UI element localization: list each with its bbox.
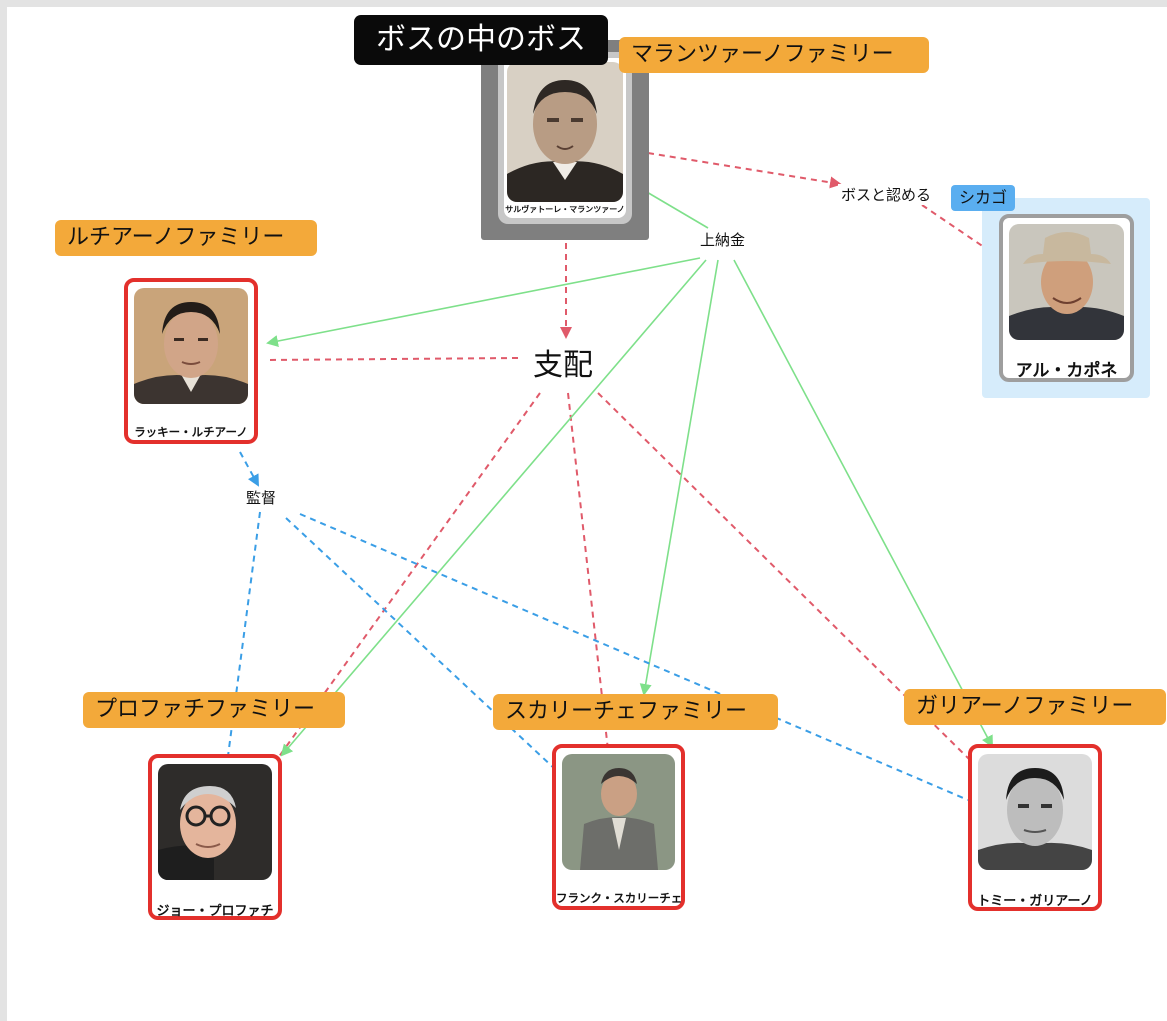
family-tag-maranzano[interactable]: マランツァーノファミリー xyxy=(619,37,929,73)
diagram-title: ボスの中のボス xyxy=(354,15,608,65)
chicago-tag[interactable]: シカゴ xyxy=(951,185,1016,211)
scalise-photo xyxy=(562,754,675,870)
gagliano-name: トミー・ガリアーノ xyxy=(977,894,1093,909)
edge-label-recognize: ボスと認める xyxy=(838,184,935,205)
family-tag-gagliano[interactable]: ガリアーノファミリー xyxy=(904,689,1166,725)
gagliano-node[interactable]: トミー・ガリアーノ xyxy=(968,744,1102,911)
scalise-name: フランク・スカリーチェ xyxy=(556,891,683,905)
maranzano-photo xyxy=(507,62,623,202)
capone-node[interactable]: アル・カポネ xyxy=(999,214,1134,382)
scalise-node[interactable]: フランク・スカリーチェ xyxy=(552,744,685,910)
edge-label-tribute: 上納金 xyxy=(697,229,749,250)
luciano-name: ラッキー・ルチアーノ xyxy=(134,425,248,439)
family-tag-profaci[interactable]: プロファチファミリー xyxy=(83,692,345,728)
gagliano-photo xyxy=(978,754,1092,870)
edge-label-supervise: 監督 xyxy=(243,487,280,508)
profaci-node[interactable]: ジョー・プロファチ xyxy=(148,754,282,920)
profaci-name: ジョー・プロファチ xyxy=(156,904,274,919)
edge-label-control: 支配 xyxy=(527,340,599,384)
family-tag-scalise[interactable]: スカリーチェファミリー xyxy=(493,694,778,730)
luciano-node[interactable]: ラッキー・ルチアーノ xyxy=(124,278,258,444)
maranzano-node[interactable]: サルヴァトーレ・マランツァーノ xyxy=(481,40,649,240)
luciano-photo xyxy=(134,288,248,404)
profaci-photo xyxy=(158,764,272,880)
family-tag-luciano[interactable]: ルチアーノファミリー xyxy=(55,220,317,256)
capone-photo xyxy=(1009,224,1124,340)
capone-name: アル・カポネ xyxy=(1015,361,1118,381)
maranzano-name: サルヴァトーレ・マランツァーノ xyxy=(505,205,625,214)
